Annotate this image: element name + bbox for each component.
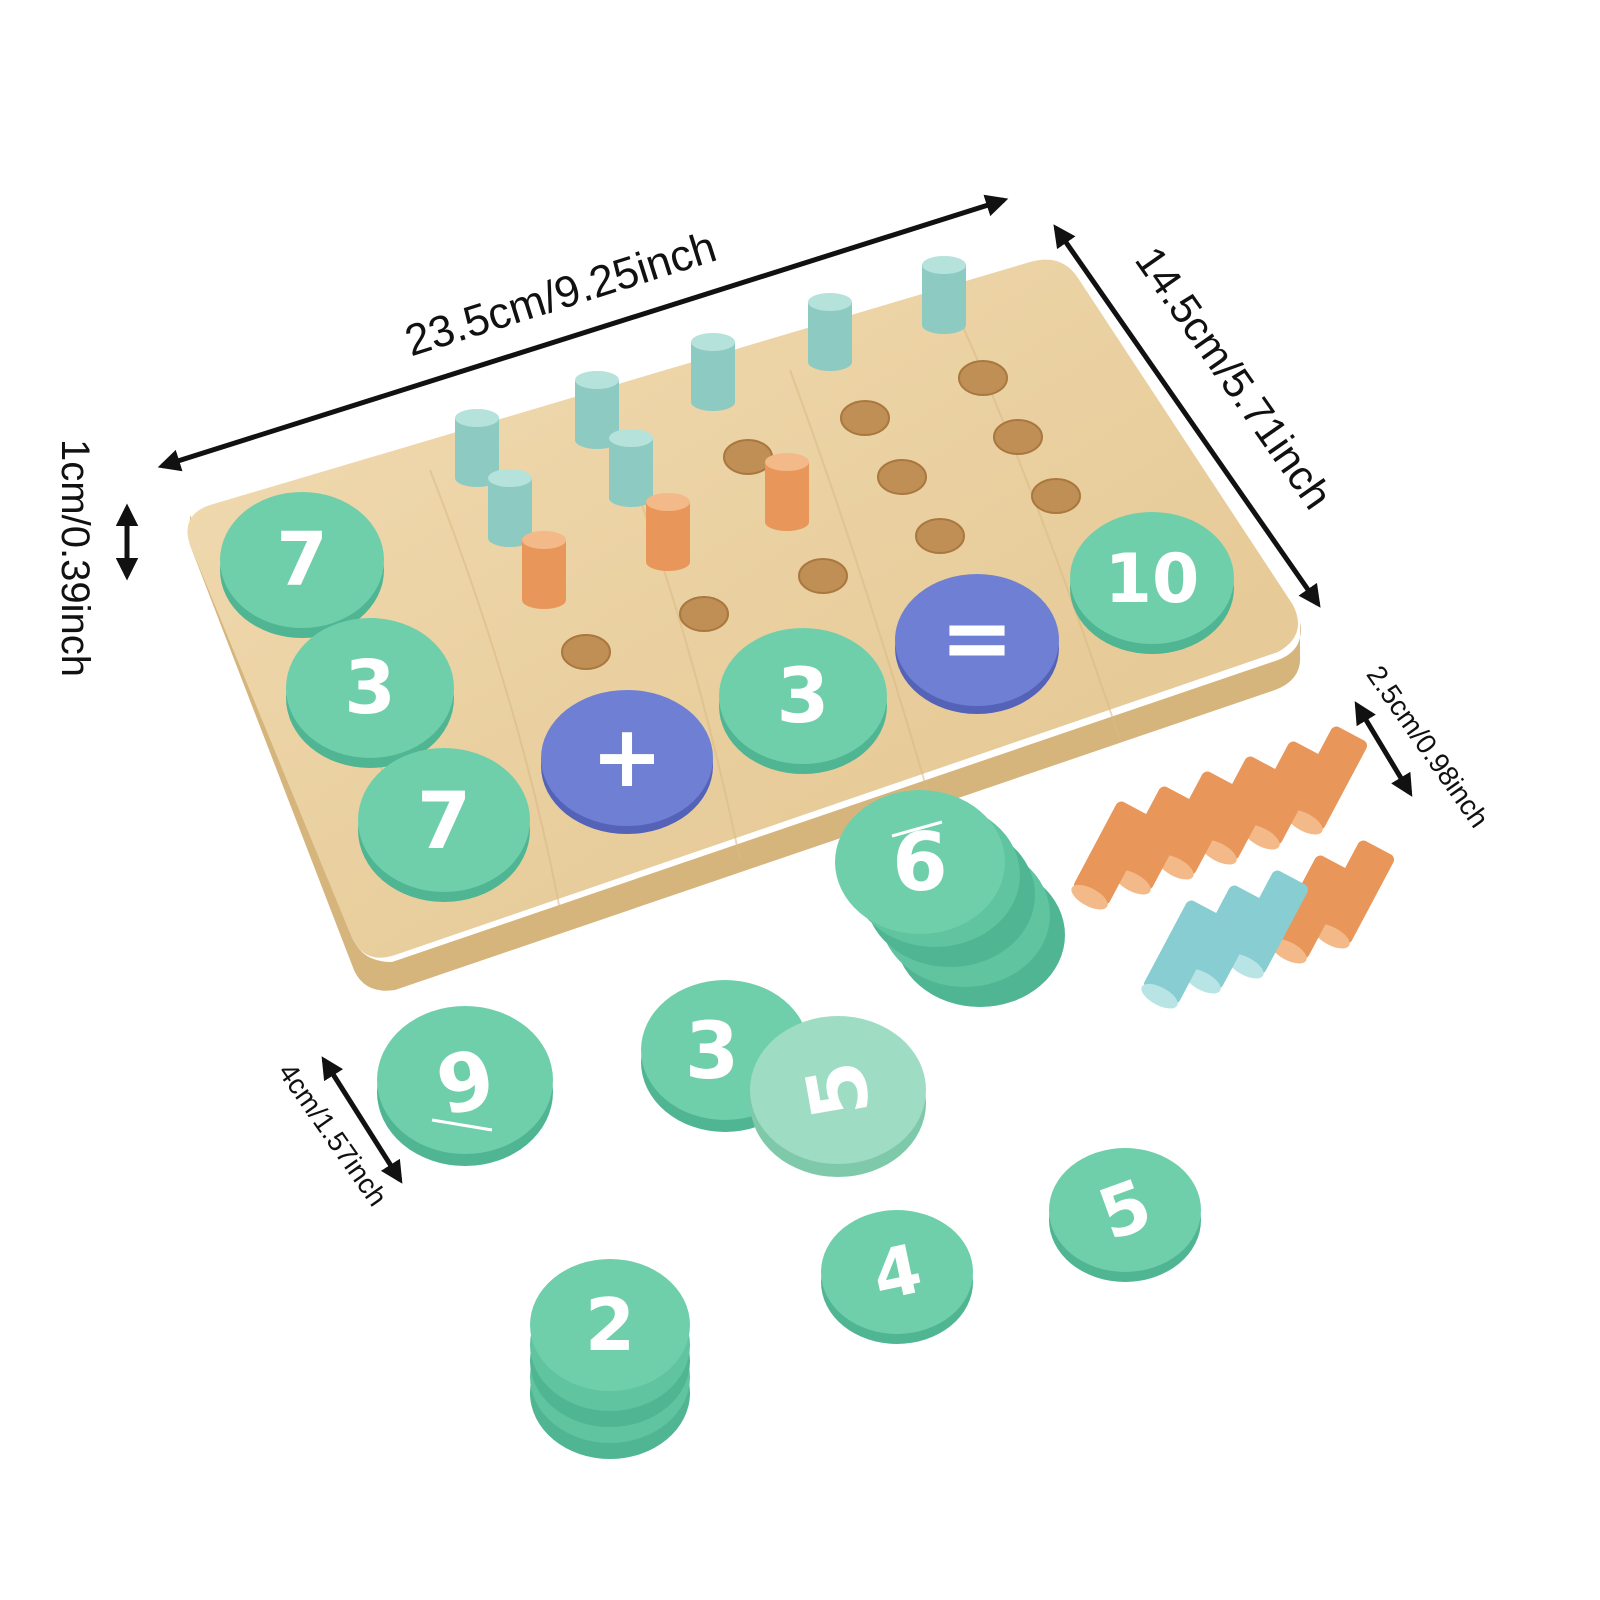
blue-stick (1184, 885, 1266, 994)
blue-peg (922, 256, 966, 334)
disc-label: 7 (276, 517, 328, 603)
width-arrow (1053, 224, 1321, 608)
hole (561, 634, 611, 670)
disc-five: 5 (1049, 1148, 1201, 1282)
thickness-label: 1cm/0.39inch (53, 439, 97, 677)
disc-plus-sign: + (541, 690, 713, 834)
blue-peg (808, 293, 852, 371)
blue-peg (488, 469, 532, 547)
disc-four: 4 (821, 1210, 973, 1344)
disc-left-top: 7 (220, 492, 384, 638)
disc-label: 10 (1105, 540, 1200, 619)
disc-single-six: 6 (377, 1006, 553, 1166)
disc-second-addend: 3 (719, 628, 887, 774)
disc-result: 10 (1070, 512, 1234, 654)
hole (915, 518, 965, 554)
blue-peg (691, 333, 735, 411)
disc-label: 3 (344, 645, 396, 731)
disc-label: + (591, 707, 663, 807)
stick-length-arrow (1354, 701, 1413, 797)
disc-stack-two: 2 (530, 1259, 690, 1459)
disc-label: 2 (585, 1283, 635, 1367)
disc-stack-six: 6 (835, 790, 1065, 1007)
disc-diameter-label: 4cm/1.57inch (272, 1057, 393, 1211)
hole (958, 360, 1008, 396)
board-edge (190, 515, 1301, 991)
hole (723, 439, 773, 475)
orange-stick (1071, 801, 1153, 910)
disc-left-middle: 3 (286, 618, 454, 768)
blue-stick (1227, 870, 1309, 979)
length-label: 23.5cm/9.25inch (399, 222, 722, 366)
disc-label: 6 (892, 816, 948, 909)
orange-stick (1200, 756, 1282, 865)
hole (993, 419, 1043, 455)
disc-label: 3 (685, 1007, 739, 1097)
disc-equals-sign: = (895, 574, 1059, 714)
dimension-arrows (115, 194, 1413, 1184)
orange-stick (1243, 741, 1325, 850)
disc-five-tilted: 5 (750, 1016, 926, 1177)
orange-stick (1270, 855, 1352, 964)
blue-stick (1141, 900, 1223, 1009)
board-discs: 7 3 7 + 3 = 10 (220, 492, 1234, 902)
hole (840, 400, 890, 436)
orange-stick (1114, 786, 1196, 895)
disc-left-bottom: 7 (358, 748, 530, 902)
disc-label: 7 (417, 777, 471, 867)
hole (877, 459, 927, 495)
orange-peg (765, 453, 809, 531)
loose-discs: 6 6 3 5 5 4 (377, 790, 1201, 1459)
disc-label: = (940, 586, 1014, 689)
hole (798, 558, 848, 594)
loose-sticks (1071, 726, 1395, 1009)
orange-peg (522, 531, 566, 609)
hole (679, 596, 729, 632)
orange-peg (646, 493, 690, 571)
orange-stick (1157, 771, 1239, 880)
disc-diameter-arrow (321, 1056, 403, 1184)
disc-label: 3 (777, 651, 830, 740)
blue-peg (609, 429, 653, 507)
orange-stick (1286, 726, 1368, 835)
length-arrow (157, 194, 1009, 472)
orange-stick (1313, 840, 1395, 949)
hole (1031, 478, 1081, 514)
